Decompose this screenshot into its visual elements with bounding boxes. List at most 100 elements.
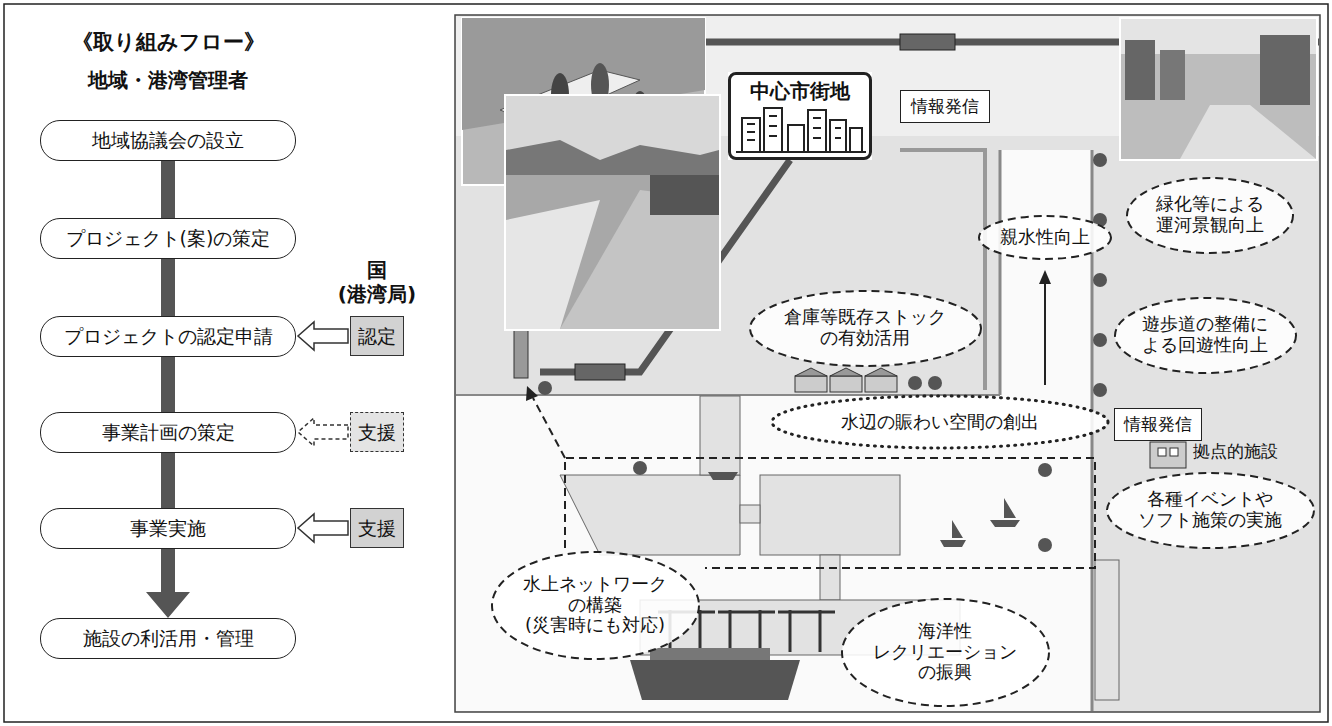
- text-stack: 海洋性 レクリエーション の振興: [870, 621, 1020, 683]
- node-label: 支援: [358, 421, 396, 444]
- process-box: 事業実施: [40, 508, 296, 549]
- approval-box: 認定: [350, 316, 404, 356]
- support-box: 支援: [350, 508, 404, 548]
- tree: [908, 376, 922, 390]
- photo-walkway: [506, 200, 600, 329]
- node-label: 中心市街地: [750, 79, 850, 103]
- tree: [1038, 538, 1052, 552]
- node-label: 親水性向上: [999, 227, 1091, 248]
- flow-connector: [161, 161, 175, 218]
- node-label: 情報発信: [911, 96, 979, 116]
- ellipse-outline: [750, 291, 981, 366]
- text-stack: 認定: [358, 325, 396, 348]
- photo-building: [1160, 50, 1185, 100]
- warehouse: [795, 376, 827, 392]
- process-box: 事業計画の策定: [40, 412, 296, 453]
- jetty: [1095, 560, 1119, 700]
- node-label: 緑化等による 運河景観向上: [1151, 194, 1269, 235]
- photo-frame: [505, 95, 720, 330]
- measure-ellipse: 緑化等による 運河景観向上: [1125, 176, 1295, 255]
- ellipse-outline: [842, 599, 1049, 706]
- road-station: [575, 364, 625, 380]
- pier-link: [740, 505, 760, 523]
- text-stack: 中心市街地: [750, 79, 850, 103]
- text-stack: 緑化等による 運河景観向上: [1151, 194, 1269, 235]
- tree: [928, 376, 942, 390]
- node-label: 事業実施: [130, 517, 206, 540]
- quay-building: [514, 330, 528, 378]
- node-label: プロジェクトの認定申請: [64, 325, 273, 348]
- hub-facility-icon: [1150, 442, 1186, 468]
- node-label: 事業計画の策定: [102, 421, 235, 444]
- tree: [1093, 383, 1107, 397]
- process-box: 施設の利活用・管理: [40, 618, 296, 659]
- node-label: 地域協議会の設立: [92, 129, 244, 152]
- flow-connector: [161, 357, 175, 412]
- text-stack: プロジェクト(案)の策定: [66, 227, 271, 250]
- warehouse: [865, 376, 897, 392]
- text-stack: 事業実施: [130, 517, 206, 540]
- ellipse-outline: [492, 552, 699, 659]
- outer-frame: [4, 4, 1328, 722]
- sailboat: [990, 498, 1020, 527]
- tree: [633, 461, 647, 475]
- measure-ellipse: 海洋性 レクリエーション の振興: [840, 597, 1051, 708]
- water-route: [533, 398, 565, 458]
- measure-ellipse: 親水性向上: [977, 214, 1113, 261]
- city-windows: [747, 116, 841, 140]
- text-stack: 倉庫等既存ストック の有効活用: [781, 307, 949, 348]
- route-arrowhead: [526, 386, 538, 401]
- text-stack: 事業計画の策定: [102, 421, 235, 444]
- photo-building: [1125, 40, 1155, 100]
- facility-label: 拠点的施設: [1193, 441, 1293, 461]
- info-box: 情報発信: [1114, 408, 1202, 441]
- photo-frame: [1120, 18, 1317, 160]
- node-label: 情報発信: [1124, 414, 1192, 434]
- pier-link: [820, 555, 840, 600]
- text-stack: 支援: [358, 421, 396, 444]
- city-centre-box: 中心市街地: [728, 72, 872, 160]
- measure-ellipse: 水上ネットワーク の構築 (災害時にも対応): [490, 550, 701, 661]
- ellipse-outline: [979, 216, 1111, 259]
- photo-canal: [1180, 105, 1316, 159]
- flow-connector: [161, 453, 175, 508]
- node-label: 各種イベントや ソフト施策の実施: [1135, 489, 1285, 530]
- flow-connector: [161, 259, 175, 316]
- tree: [1038, 463, 1052, 477]
- jetty: [700, 396, 740, 475]
- city-buildings: [736, 108, 866, 152]
- photo-warehouse: [650, 175, 719, 215]
- text-stack: 情報発信: [911, 96, 979, 116]
- sailboat: [940, 520, 966, 547]
- node-label: プロジェクト(案)の策定: [66, 227, 271, 250]
- flow-connector: [298, 322, 348, 350]
- process-box: プロジェクトの認定申請: [40, 316, 296, 357]
- warehouse-roof: [865, 368, 897, 376]
- waterfront-ellipse: 水辺の賑わい空間の創出: [770, 394, 1110, 450]
- measure-ellipse: 倉庫等既存ストック の有効活用: [748, 289, 983, 368]
- measure-ellipse: 遊歩道の整備に よる回遊性向上: [1113, 296, 1298, 375]
- warehouse-roof: [830, 368, 862, 376]
- text-stack: 水上ネットワーク の構築 (災害時にも対応): [520, 574, 670, 636]
- text-stack: 親水性向上: [999, 227, 1091, 248]
- pier: [560, 475, 740, 555]
- ellipse-outline: [1127, 178, 1293, 253]
- tree: [1093, 333, 1107, 347]
- flow-connector: [146, 549, 190, 618]
- water-route: [565, 458, 1095, 568]
- city-ground: [728, 72, 872, 160]
- flow-title: 《取り組みフロー》: [40, 28, 296, 56]
- warehouse: [830, 376, 862, 392]
- node-label: 施設の利活用・管理: [83, 627, 254, 650]
- tree: [1093, 153, 1107, 167]
- hub-facility-window: [1158, 448, 1166, 456]
- canal-edge: [999, 150, 1002, 395]
- text-stack: 支援: [358, 517, 396, 540]
- text-stack: 情報発信: [1124, 414, 1192, 434]
- warehouse-roof: [795, 368, 827, 376]
- boat: [708, 472, 738, 480]
- pier: [760, 475, 900, 555]
- node-label: 倉庫等既存ストック の有効活用: [781, 307, 949, 348]
- ellipse-outline: [1115, 298, 1296, 373]
- photo-hills: [506, 140, 719, 175]
